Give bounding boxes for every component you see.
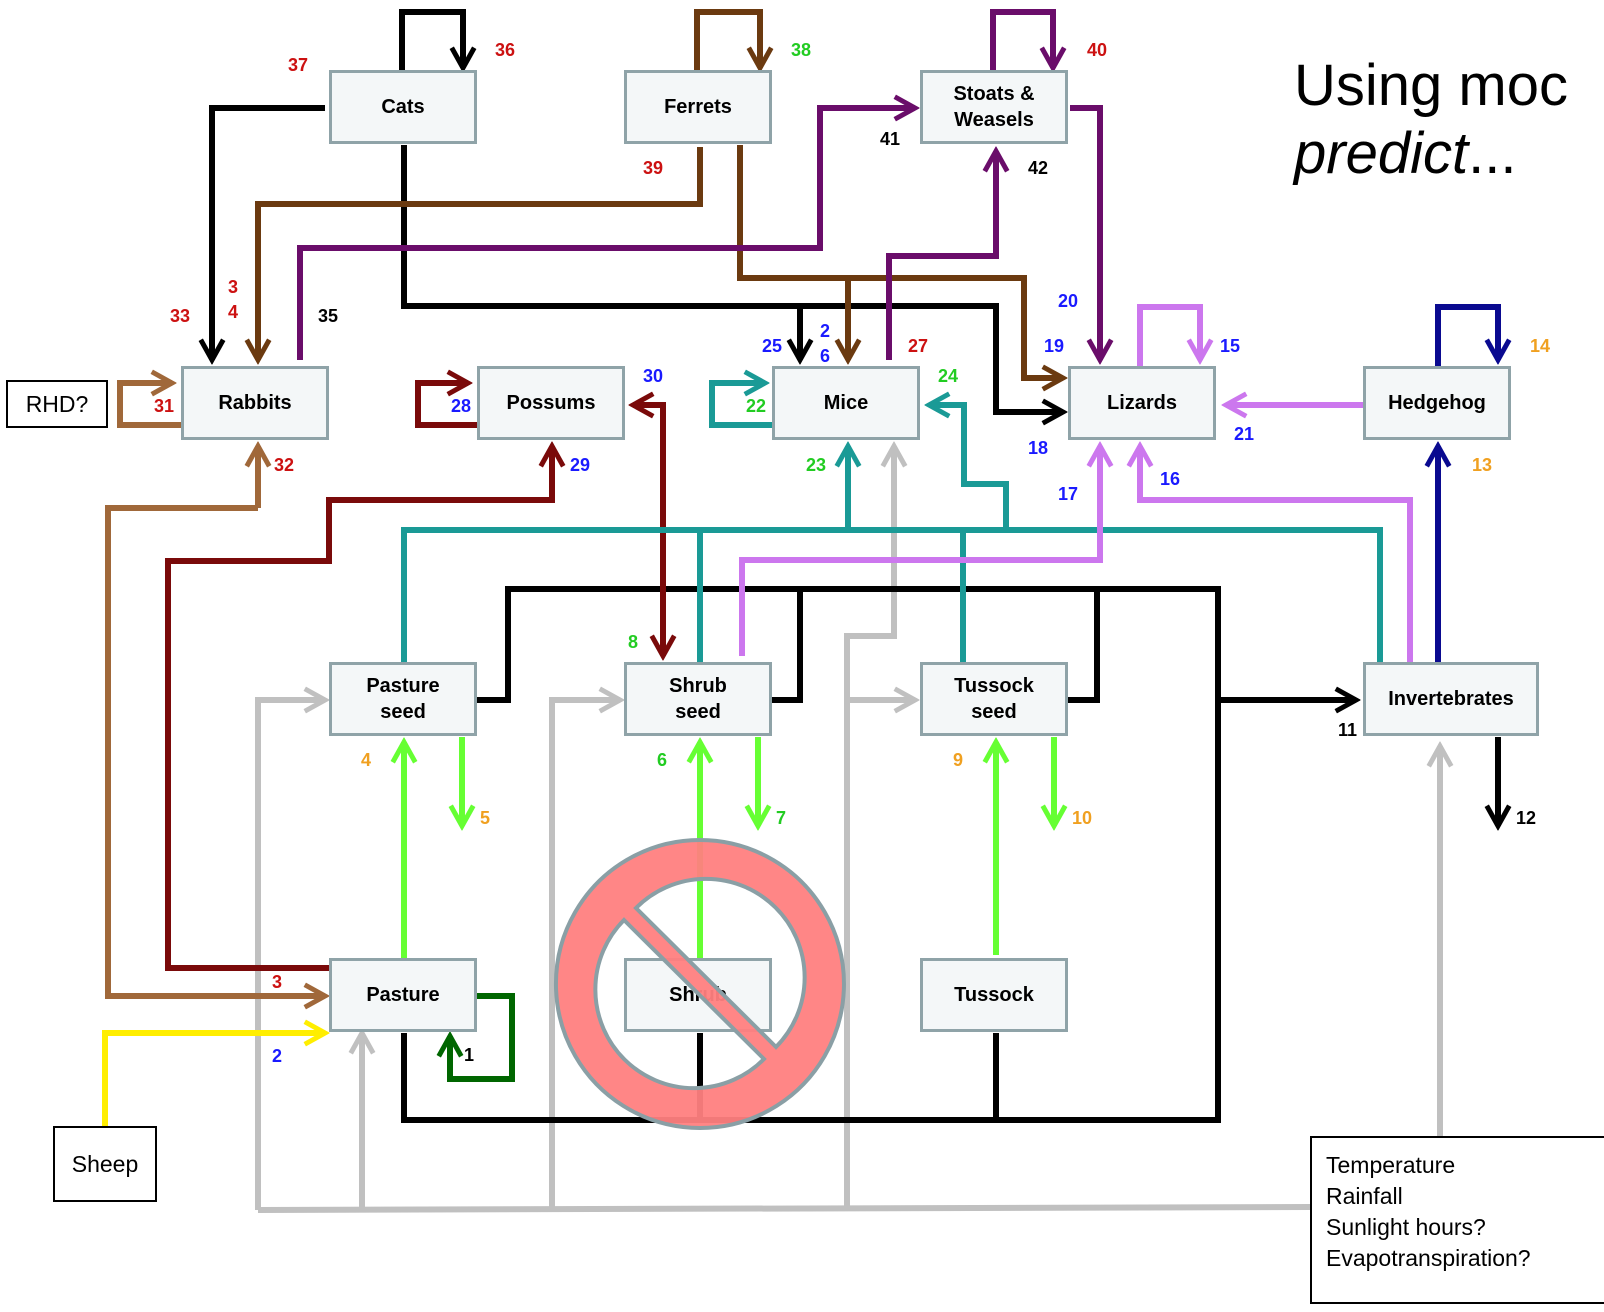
link-number-38: 38 — [791, 40, 812, 60]
sheep-box: Sheep — [53, 1126, 157, 1202]
node-rabbits[interactable]: Rabbits — [181, 366, 329, 440]
stoat-links — [297, 9, 1100, 360]
link-number-39: 39 — [643, 158, 664, 178]
link-number-30: 30 — [643, 366, 664, 386]
link-number-29: 29 — [570, 455, 591, 475]
link-number-26-bottom: 6 — [820, 346, 831, 366]
ferret-links — [258, 9, 1063, 378]
link-number-23: 23 — [806, 455, 827, 475]
link-number-4: 4 — [361, 750, 372, 770]
link-number-34-bottom: 4 — [228, 302, 239, 322]
title-line-1: Using moc — [1294, 53, 1568, 118]
link-number-3: 3 — [272, 972, 283, 992]
link-number-32: 32 — [274, 455, 295, 475]
link-number-9: 9 — [953, 750, 964, 770]
title-ellipsis: ... — [1468, 121, 1517, 186]
title-emphasis: predict — [1294, 121, 1469, 186]
link-number-25: 25 — [762, 336, 783, 356]
link-number-19: 19 — [1044, 336, 1065, 356]
node-tussock-seed[interactable]: Tussock seed — [920, 662, 1068, 736]
rhd-box: RHD? — [6, 380, 108, 428]
link-number-24: 24 — [938, 366, 959, 386]
node-invertebrates[interactable]: Invertebrates — [1363, 662, 1539, 736]
link-number-16: 16 — [1160, 469, 1181, 489]
link-number-37: 37 — [288, 55, 309, 75]
link-number-11: 11 — [1338, 720, 1358, 740]
rabbit-links — [105, 383, 325, 996]
link-number-13: 13 — [1472, 455, 1493, 475]
title-line-2: predict... — [1294, 120, 1568, 188]
link-number-42: 42 — [1028, 158, 1049, 178]
link-number-26-top: 2 — [820, 321, 831, 341]
pasture-growth-loop — [450, 993, 515, 1082]
link-number-27: 27 — [908, 336, 929, 356]
link-number-8: 8 — [628, 632, 639, 652]
slide-title: Using moc predict... — [1294, 52, 1568, 188]
no-entry-icon — [553, 838, 846, 1130]
link-number-36: 36 — [495, 40, 516, 60]
possum-links — [165, 383, 663, 971]
link-number-12: 12 — [1516, 808, 1537, 828]
link-number-18: 18 — [1028, 438, 1049, 458]
environment-links — [255, 446, 1440, 1213]
link-number-35: 35 — [318, 306, 339, 326]
link-number-20: 20 — [1058, 291, 1079, 311]
node-hedgehog[interactable]: Hedgehog — [1363, 366, 1511, 440]
link-number-1: 1 — [464, 1045, 475, 1065]
env-sunlight: Sunlight hours? — [1326, 1214, 1486, 1240]
link-number-40: 40 — [1087, 40, 1108, 60]
link-number-34-top: 3 — [228, 277, 239, 297]
link-number-22: 22 — [746, 396, 767, 416]
node-pasture[interactable]: Pasture — [329, 958, 477, 1032]
sheep-grazing-link — [102, 1033, 325, 1126]
node-possums[interactable]: Possums — [477, 366, 625, 440]
link-number-5: 5 — [480, 808, 491, 828]
environment-box: Temperature Rainfall Sunlight hours? Eva… — [1310, 1136, 1604, 1304]
node-tussock[interactable]: Tussock — [920, 958, 1068, 1032]
link-number-6: 6 — [657, 750, 668, 770]
link-number-41: 41 — [880, 129, 901, 149]
mouse-links — [401, 383, 1383, 662]
link-number-2: 2 — [272, 1046, 283, 1066]
node-cats[interactable]: Cats — [329, 70, 477, 144]
node-stoats-weasels[interactable]: Stoats & Weasels — [920, 70, 1068, 144]
link-number-7: 7 — [776, 808, 787, 828]
node-lizards[interactable]: Lizards — [1068, 366, 1216, 440]
env-temperature: Temperature — [1326, 1152, 1456, 1178]
node-pasture-seed[interactable]: Pasture seed — [329, 662, 477, 736]
env-evapotranspiration: Evapotranspiration? — [1326, 1245, 1531, 1271]
link-number-28: 28 — [451, 396, 472, 416]
link-number-10: 10 — [1072, 808, 1093, 828]
lizard-links — [739, 304, 1413, 662]
link-number-33: 33 — [170, 306, 191, 326]
node-ferrets[interactable]: Ferrets — [624, 70, 772, 144]
hedgehog-links — [1438, 304, 1498, 662]
link-number-15: 15 — [1220, 336, 1241, 356]
link-number-17: 17 — [1058, 484, 1079, 504]
link-number-14: 14 — [1530, 336, 1551, 356]
link-number-21: 21 — [1234, 424, 1255, 444]
link-number-31: 31 — [154, 396, 175, 416]
node-mice[interactable]: Mice — [772, 366, 920, 440]
decomposition-links — [212, 9, 1498, 1123]
node-shrub-seed[interactable]: Shrub seed — [624, 662, 772, 736]
env-rainfall: Rainfall — [1326, 1183, 1403, 1209]
